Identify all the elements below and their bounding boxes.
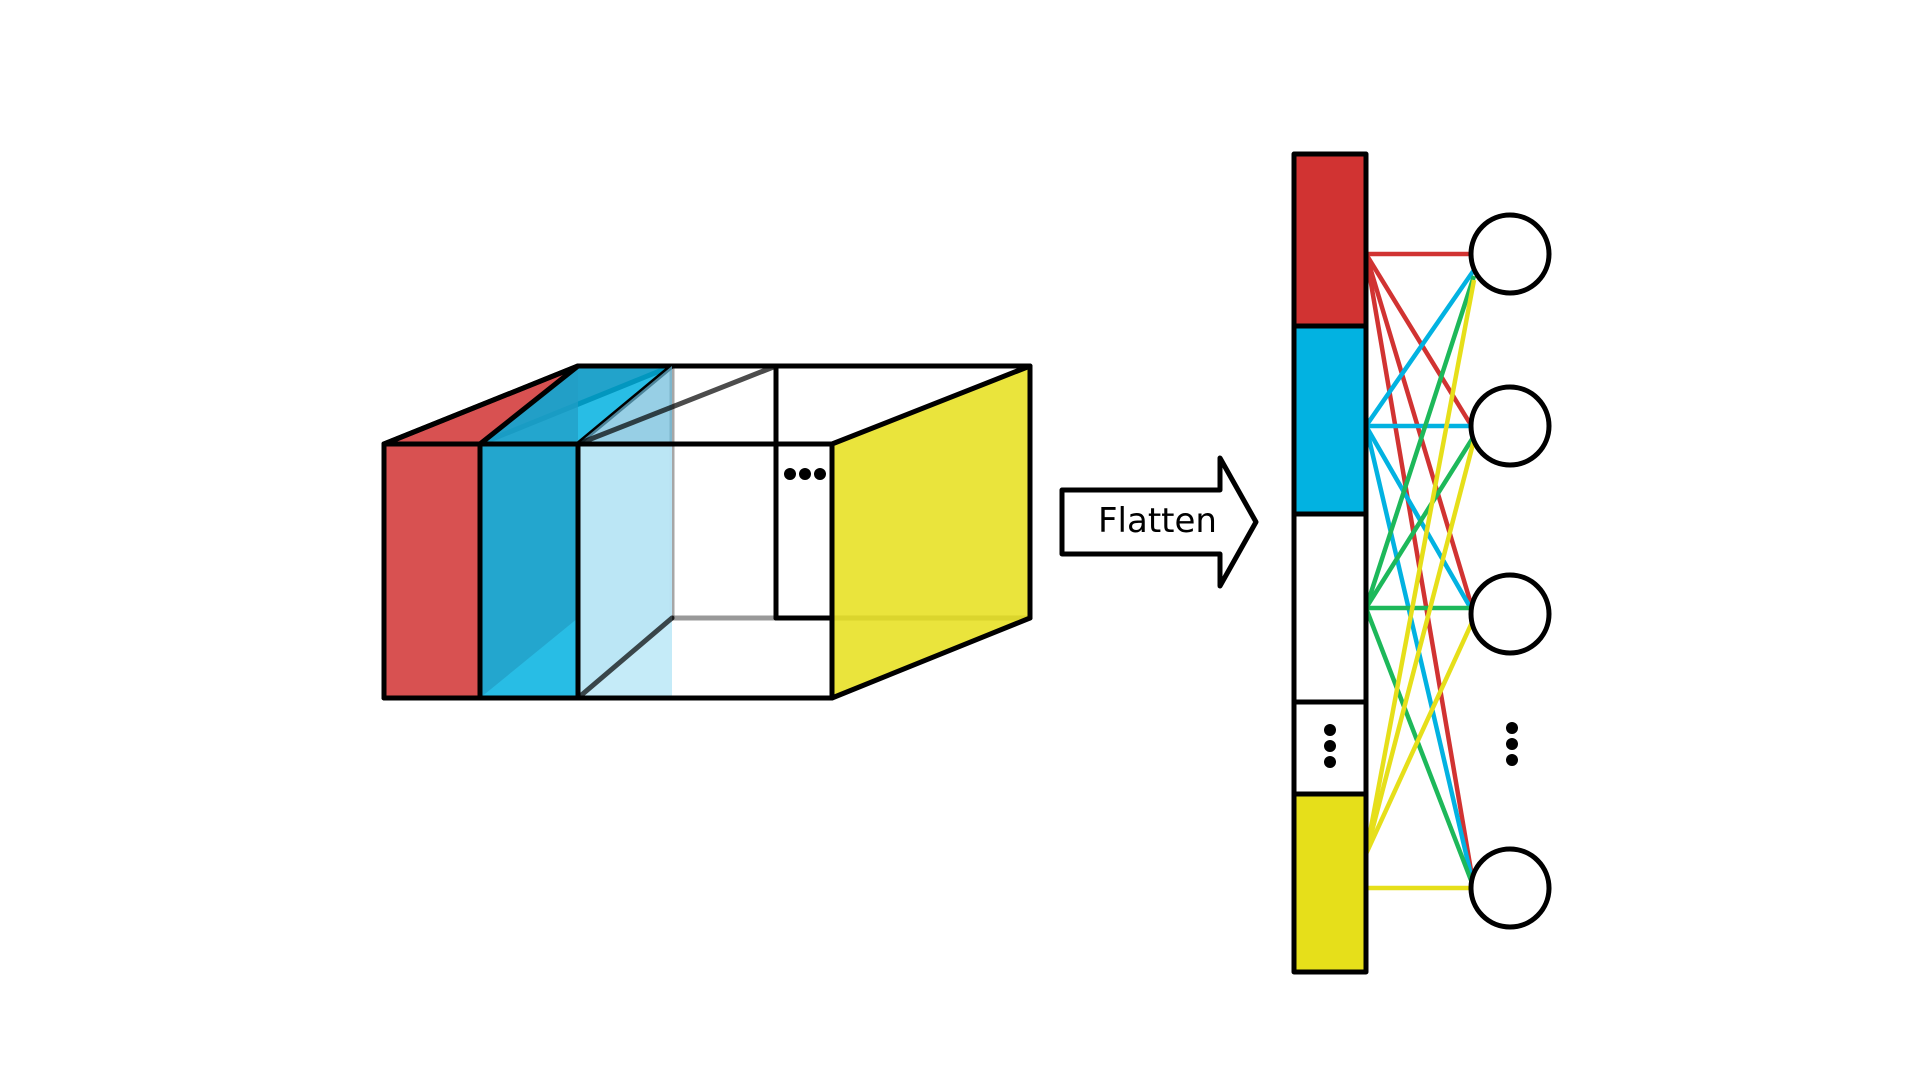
flatten-arrow-shape [1059, 455, 1259, 589]
vector-segment-empty [1291, 511, 1369, 705]
neuron-2 [1468, 384, 1552, 468]
connections-green [1363, 275, 1477, 889]
feature-map-tensor [381, 363, 1033, 701]
flatten-arrow: Flatten [1059, 455, 1259, 589]
tensor-ellipsis-icon [784, 468, 826, 480]
neuron-1 [1468, 212, 1552, 296]
channel-red-face [381, 441, 483, 701]
channel-light-blue-face [578, 444, 672, 698]
connections-red [1363, 251, 1477, 889]
neuron-3 [1468, 572, 1552, 656]
channel-yellow-face [829, 363, 1033, 701]
neuron-4 [1468, 846, 1552, 930]
vector-segment-blue [1291, 323, 1369, 517]
channel-light-blue-side [578, 366, 672, 698]
vector-segment-red [1291, 151, 1369, 329]
connections-yellow [1363, 279, 1477, 891]
dense-layer [1468, 212, 1552, 930]
flattened-vector [1291, 151, 1369, 975]
vector-segment-yellow [1291, 791, 1369, 975]
flatten-label: Flatten [1098, 501, 1217, 541]
dense-connections [1363, 251, 1477, 891]
channel-yellow [829, 363, 1033, 701]
channel-light-blue [578, 366, 672, 698]
neuron-ellipsis-icon [1506, 722, 1518, 766]
channel-blue-face [477, 441, 581, 701]
vector-ellipsis-icon [1324, 724, 1336, 768]
